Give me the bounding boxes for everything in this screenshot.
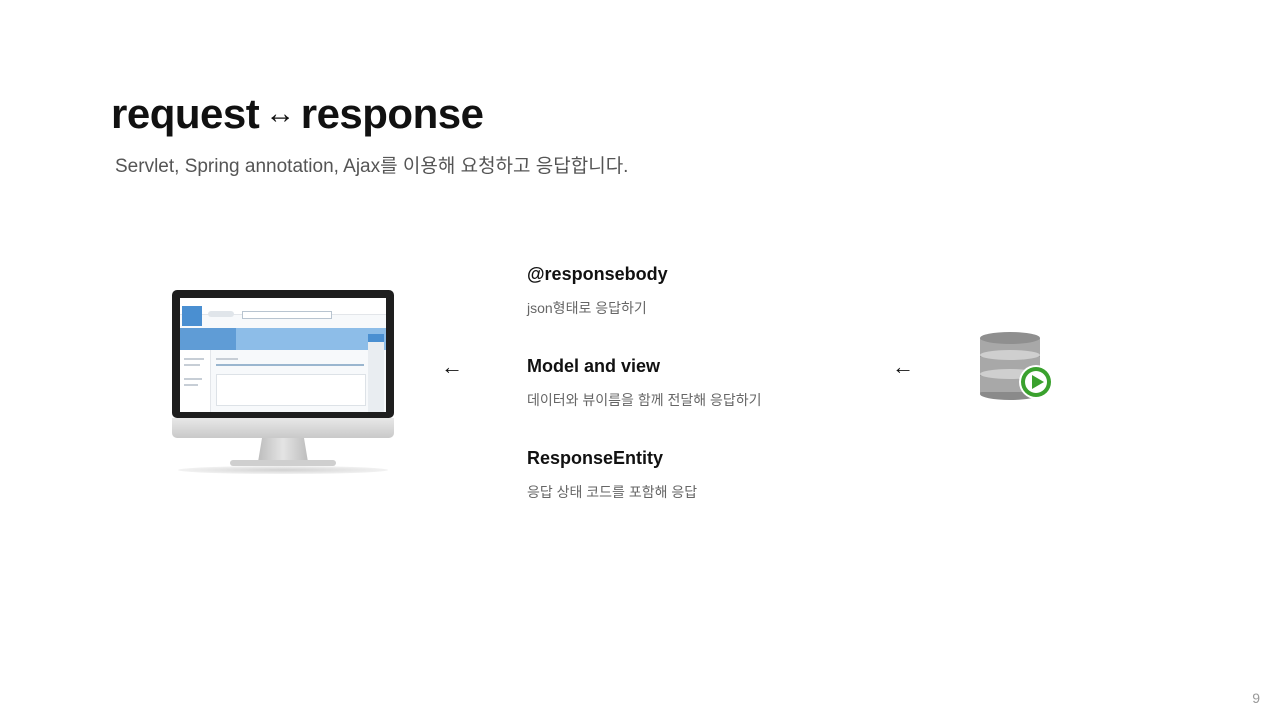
- screen-card: [216, 374, 366, 406]
- screen-sidebar: [180, 350, 211, 412]
- item-title-model-and-view: Model and view: [527, 356, 661, 376]
- item-desc-model-and-view: 데이터와 뷰이름을 함께 전달해 응답하기: [527, 392, 762, 408]
- screen-line: [184, 384, 198, 386]
- item-title-responseentity: ResponseEntity: [527, 448, 664, 468]
- screen-line: [216, 358, 238, 360]
- arrow-left-icon: ←: [892, 354, 914, 379]
- monitor-stand-neck: [258, 438, 308, 462]
- slide-subtitle: Servlet, Spring annotation, Ajax를 이용해 요청…: [115, 156, 629, 177]
- monitor-bezel: [172, 290, 394, 418]
- item-desc-responsebody: json형태로 응답하기: [527, 300, 647, 316]
- screen-line: [216, 364, 364, 366]
- monitor-stand-foot: [230, 460, 336, 466]
- database-play-icon: [980, 332, 1053, 400]
- page-number: 9: [1252, 690, 1260, 706]
- play-icon: [1019, 365, 1053, 399]
- bidirectional-arrow-icon: ↔: [265, 97, 295, 130]
- screen-line: [184, 364, 200, 366]
- slide-title: request↔response: [111, 90, 484, 138]
- title-request: request: [111, 90, 260, 137]
- screen-menu-icon: [182, 306, 202, 326]
- item-title-responsebody: @responsebody: [527, 264, 668, 284]
- title-response: response: [300, 90, 484, 137]
- monitor-icon: [170, 288, 398, 478]
- monitor-chin: [172, 418, 394, 438]
- screen-line: [184, 358, 204, 360]
- monitor-screen: [180, 298, 386, 412]
- screen-right-column-header: [368, 334, 384, 342]
- item-desc-responseentity: 응답 상태 코드를 포함해 응답: [527, 484, 698, 500]
- monitor-shadow: [178, 466, 388, 474]
- screen-pill: [208, 311, 234, 317]
- arrow-left-icon: ←: [441, 354, 463, 379]
- screen-searchbox: [242, 311, 332, 319]
- screen-banner-accent: [180, 328, 236, 350]
- screen-right-column: [368, 334, 384, 412]
- screen-line: [184, 378, 202, 380]
